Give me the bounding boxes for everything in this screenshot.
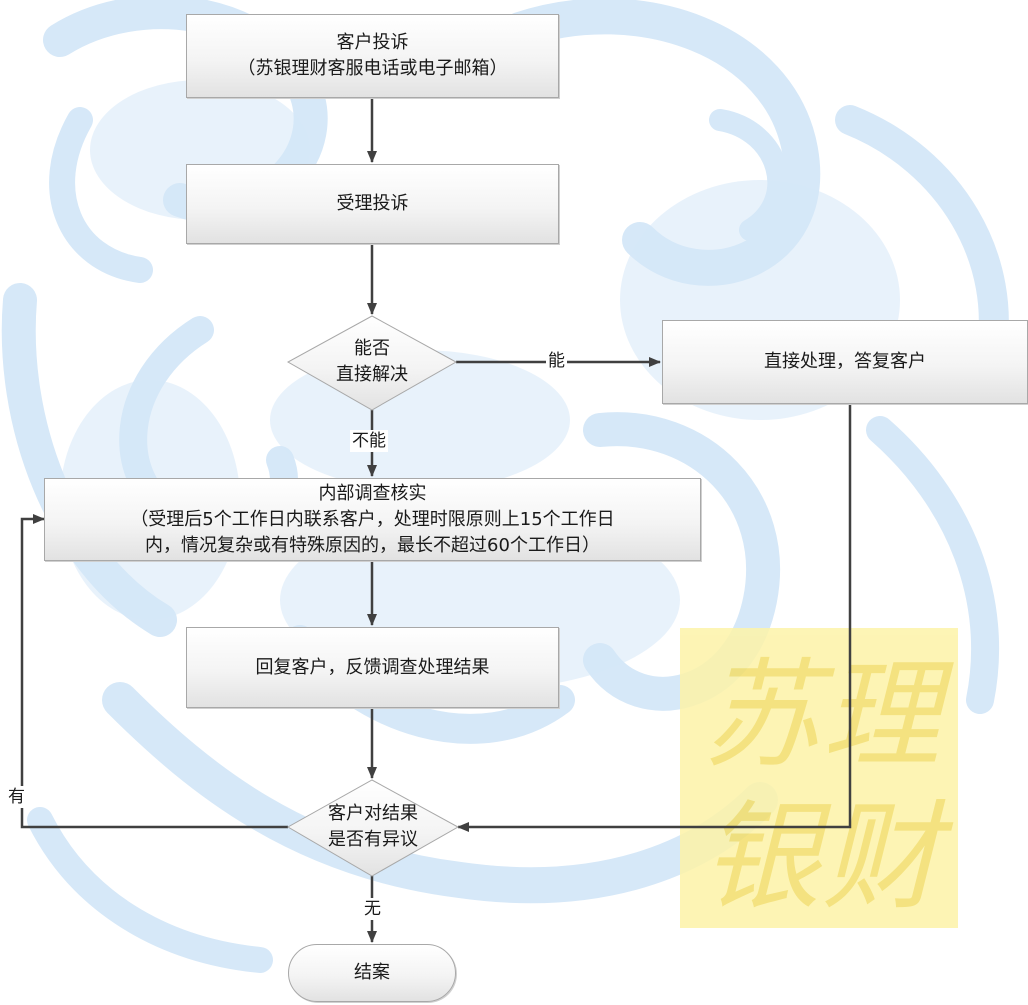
- node-close-label: 结案: [354, 962, 390, 983]
- edge-label-has-objection: 有: [6, 786, 27, 808]
- watermark-char-1: 苏: [702, 646, 835, 784]
- edge-label-no-objection: 无: [362, 898, 383, 920]
- decision-objection-shape: [286, 779, 460, 877]
- node-investigate-title: 内部调查核实: [318, 482, 427, 504]
- node-reply: 回复客户，反馈调查处理结果: [186, 627, 559, 708]
- node-accept: 受理投诉: [186, 164, 559, 244]
- node-accept-label: 受理投诉: [336, 193, 409, 214]
- decision-objection-line2: 是否有异议: [328, 829, 418, 850]
- node-complaint: 客户投诉 （苏银理财客服电话或电子邮箱）: [186, 14, 559, 98]
- node-investigate-detail-2: 内，情况复杂或有特殊原因的，最长不超过60个工作日）: [145, 534, 600, 556]
- node-investigate: 内部调查核实 （受理后5个工作日内联系客户，处理时限原则上15个工作日 内，情况…: [44, 478, 701, 561]
- edge-has-objection: [20, 514, 288, 829]
- edge-direct-to-objection: [457, 404, 852, 832]
- decision-can-resolve-shape: [286, 315, 458, 411]
- decision-objection-line1: 客户对结果: [328, 803, 418, 824]
- decision-can-resolve-line1: 能否: [354, 338, 390, 359]
- watermark-char-3: 银: [702, 788, 832, 926]
- decision-can-resolve-line2: 直接解决: [336, 364, 408, 385]
- watermark-glyphs: 苏 理 银 财: [702, 646, 954, 926]
- node-direct-handle-label: 直接处理，答复客户: [764, 351, 926, 372]
- edge-label-yes-can: 能: [546, 350, 567, 372]
- node-complaint-channel: （苏银理财客服电话或电子邮箱）: [237, 58, 508, 79]
- decision-objection-text: 客户对结果 是否有异议: [288, 801, 458, 853]
- node-close: 结案: [288, 944, 456, 1002]
- node-complaint-title: 客户投诉: [336, 32, 409, 53]
- node-reply-label: 回复客户，反馈调查处理结果: [255, 656, 490, 678]
- watermark-seal: 苏 理 银 财: [680, 628, 958, 928]
- node-investigate-detail-1: （受理后5个工作日内联系客户，处理时限原则上15个工作日: [130, 508, 615, 530]
- node-direct-handle: 直接处理，答复客户: [662, 320, 1028, 404]
- edge-label-no-can: 不能: [350, 430, 388, 452]
- watermark-char-2: 理: [822, 646, 954, 784]
- watermark-char-4: 财: [822, 788, 954, 926]
- decision-can-resolve-text: 能否 直接解决: [288, 336, 456, 388]
